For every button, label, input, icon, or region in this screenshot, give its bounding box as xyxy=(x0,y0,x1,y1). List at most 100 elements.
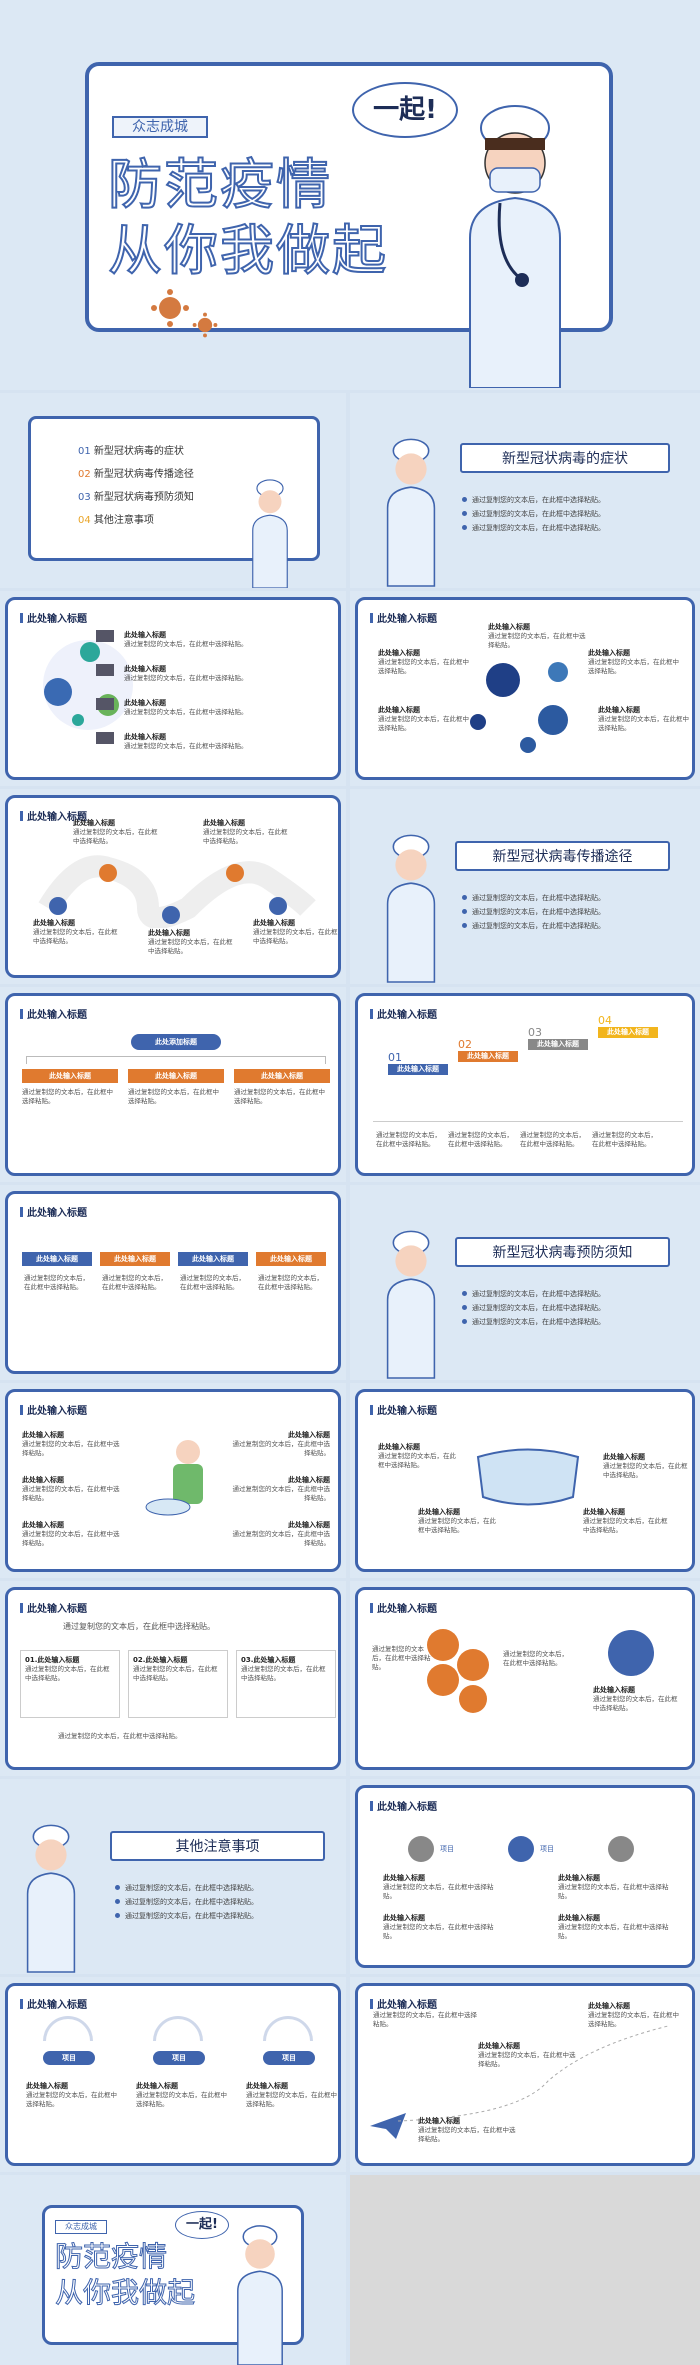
briefcase-icon xyxy=(96,630,114,642)
empty-area xyxy=(350,2175,700,2365)
step-num: 01 xyxy=(388,1051,402,1064)
project-pill: 项目 xyxy=(43,2051,95,2065)
bullet-text: 通过复制您的文本后，在此框中选择粘贴。 xyxy=(115,1883,258,1893)
user-card-icon xyxy=(608,1630,654,1676)
bullet-text: 通过复制您的文本后，在此框中选择粘贴。 xyxy=(462,523,605,533)
ending-brand: 众志成城 xyxy=(55,2220,107,2234)
bullet-text: 通过复制您的文本后，在此框中选择粘贴。 xyxy=(462,893,605,903)
slide-title: 此处输入标题 xyxy=(20,1204,87,1219)
project-circle xyxy=(608,1836,634,1862)
cover-title-2: 从你我做起 xyxy=(107,218,388,283)
content-slide-tabs: 此处输入标题 通过复制您的文本后，在此框中选择粘贴。 01.此处输入标题通过复制… xyxy=(0,1581,346,1776)
toc-items: 01 新型冠状病毒的症状 02 新型冠状病毒传播途径 03 新型冠状病毒预防须知… xyxy=(78,442,238,534)
step-num: 02 xyxy=(458,1038,472,1051)
speech-bubble: 一起! xyxy=(352,82,458,138)
content-slide-projects: 此处输入标题 项目 项目 此处输入标题通过复制您的文本后，在此框中选择粘贴。 此… xyxy=(350,1779,700,1974)
section-title-box: 新型冠状病毒预防须知 xyxy=(455,1237,670,1267)
slide-title: 此处输入标题 xyxy=(370,1798,437,1813)
step-label: 此处输入标题 xyxy=(598,1027,658,1038)
section-slide-1: 新型冠状病毒的症状 通过复制您的文本后，在此框中选择粘贴。 通过复制您的文本后，… xyxy=(350,393,700,588)
gauge-icon xyxy=(43,2016,93,2041)
slide-title: 此处输入标题 xyxy=(20,610,87,625)
bullet-text: 通过复制您的文本后，在此框中选择粘贴。 xyxy=(115,1911,258,1921)
mask-illustration xyxy=(476,1448,580,1506)
step-label: 此处输入标题 xyxy=(458,1051,518,1062)
toc-item[interactable]: 01 新型冠状病毒的症状 xyxy=(78,446,184,457)
project-pill: 项目 xyxy=(263,2051,315,2065)
content-slide-handwash: 此处输入标题 此处输入标题通过复制您的文本后，在此框中选择粘贴。 此处输入标题通… xyxy=(0,1383,346,1578)
bullet-text: 通过复制您的文本后，在此框中选择粘贴。 xyxy=(462,907,605,917)
slide-title: 此处输入标题 xyxy=(20,1996,87,2011)
tab-title: 01.此处输入标题 xyxy=(25,1656,80,1664)
content-slide-mask: 此处输入标题 此处输入标题通过复制您的文本后，在此框中选择粘贴。 此处输入标题通… xyxy=(350,1383,700,1578)
section-slide-2: 新型冠状病毒传播途径 通过复制您的文本后，在此框中选择粘贴。 通过复制您的文本后… xyxy=(350,789,700,984)
toc-item[interactable]: 04 其他注意事项 xyxy=(78,515,154,526)
step-num: 04 xyxy=(598,1014,612,1027)
section-title-box: 新型冠状病毒的症状 xyxy=(460,443,670,473)
slide-title: 此处输入标题 xyxy=(370,1402,437,1417)
virus-cluster-icon xyxy=(470,662,568,753)
content-slide-cards: 此处输入标题 此处输入标题 此处输入标题 此处输入标题 此处输入标题 通过复制您… xyxy=(0,1185,346,1380)
doctor-illustration xyxy=(252,479,288,588)
slide-title: 此处输入标题 xyxy=(370,610,437,625)
card-title-bar: 此处输入标题 xyxy=(22,1252,92,1266)
section-title-box: 其他注意事项 xyxy=(110,1831,325,1861)
content-slide-symptoms-b: 此处输入标题 此处输入标题通过复制您的文本后，在此框中选择粘贴。 此处输入标题通… xyxy=(350,591,700,786)
virus-icon xyxy=(151,289,189,327)
toc-item[interactable]: 03 新型冠状病毒预防须知 xyxy=(78,492,194,503)
bubble-text: 一起! xyxy=(373,95,437,125)
orange-title-bar: 此处输入标题 xyxy=(22,1069,118,1083)
doctor-illustration xyxy=(386,1230,436,1379)
tab-title: 02.此处输入标题 xyxy=(133,1656,188,1664)
bullet-text: 通过复制您的文本后，在此框中选择粘贴。 xyxy=(462,1289,605,1299)
intro-text: 通过复制您的文本后，在此框中选择粘贴。 xyxy=(63,1622,215,1631)
bullet-text: 通过复制您的文本后，在此框中选择粘贴。 xyxy=(462,1317,605,1327)
doctor-illustration xyxy=(237,2225,283,2365)
cover-slide: 众志成城 防范疫情 从你我做起 一起! xyxy=(0,0,700,390)
card-title-bar: 此处输入标题 xyxy=(178,1252,248,1266)
bullet-text: 通过复制您的文本后，在此框中选择粘贴。 xyxy=(462,495,605,505)
content-slide-plane: 此处输入标题 通过复制您的文本后，在此框中选择粘贴。 此处输入标题通过复制您的文… xyxy=(350,1977,700,2172)
slide-title: 此处输入标题 xyxy=(370,1006,437,1021)
calendar-icon xyxy=(96,664,114,676)
handwash-illustration xyxy=(145,1440,203,1516)
dotted-path xyxy=(398,2025,669,2122)
gauge-icon xyxy=(153,2016,203,2041)
step-num: 03 xyxy=(528,1026,542,1039)
toc-slide xyxy=(0,393,346,588)
cover-brand-badge: 众志成城 xyxy=(112,116,208,138)
slide-title: 此处输入标题 xyxy=(20,808,87,823)
step-label: 此处输入标题 xyxy=(528,1039,588,1050)
list-item: 此处输入标题通过复制您的文本后，在此框中选择粘贴。 xyxy=(96,630,336,664)
section-title-box: 新型冠状病毒传播途径 xyxy=(455,841,670,871)
bullet-text: 通过复制您的文本后，在此框中选择粘贴。 xyxy=(462,509,605,519)
add-title-pill: 此处添加标题 xyxy=(131,1034,221,1050)
monitor-icon xyxy=(96,732,114,744)
card-title-bar: 此处输入标题 xyxy=(100,1252,170,1266)
ending-title-2: 从你我做起 xyxy=(54,2276,196,2310)
puzzle-cluster-icon xyxy=(427,1629,489,1713)
list-item: 此处输入标题通过复制您的文本后，在此框中选择粘贴。 xyxy=(96,664,336,698)
slide-title: 此处输入标题 xyxy=(20,1402,87,1417)
slide-title: 此处输入标题 xyxy=(20,1006,87,1021)
doctor-illustration xyxy=(386,438,436,587)
slide-title: 此处输入标题 xyxy=(370,1996,437,2011)
gauge-icon xyxy=(263,2016,313,2041)
list-item: 此处输入标题通过复制您的文本后，在此框中选择粘贴。 xyxy=(96,732,336,766)
project-pill: 项目 xyxy=(153,2051,205,2065)
wave-path xyxy=(38,855,316,928)
bullet-text: 通过复制您的文本后，在此框中选择粘贴。 xyxy=(115,1897,258,1907)
section-slide-4: 其他注意事项 通过复制您的文本后，在此框中选择粘贴。 通过复制您的文本后，在此框… xyxy=(0,1779,346,1974)
ending-title-1: 防范疫情 xyxy=(54,2240,168,2274)
toc-item[interactable]: 02 新型冠状病毒传播途径 xyxy=(78,469,194,480)
content-slide-puzzle: 此处输入标题 通过复制您的文本后，在此框中选择粘贴。 通过复制您的文本后，在此框… xyxy=(350,1581,700,1776)
bullet-text: 通过复制您的文本后，在此框中选择粘贴。 xyxy=(462,921,605,931)
tab-title: 03.此处输入标题 xyxy=(241,1656,296,1664)
content-slide-gauges: 此处输入标题 项目 项目 项目 此处输入标题通过复制您的文本后，在此框中选择粘贴… xyxy=(0,1977,346,2172)
orange-title-bar: 此处输入标题 xyxy=(128,1069,224,1083)
ending-bubble: 一起! xyxy=(175,2211,229,2239)
project-circle xyxy=(508,1836,534,1862)
section-slide-3: 新型冠状病毒预防须知 通过复制您的文本后，在此框中选择粘贴。 通过复制您的文本后… xyxy=(350,1185,700,1380)
slide-title: 此处输入标题 xyxy=(370,1600,437,1615)
card-title-bar: 此处输入标题 xyxy=(256,1252,326,1266)
